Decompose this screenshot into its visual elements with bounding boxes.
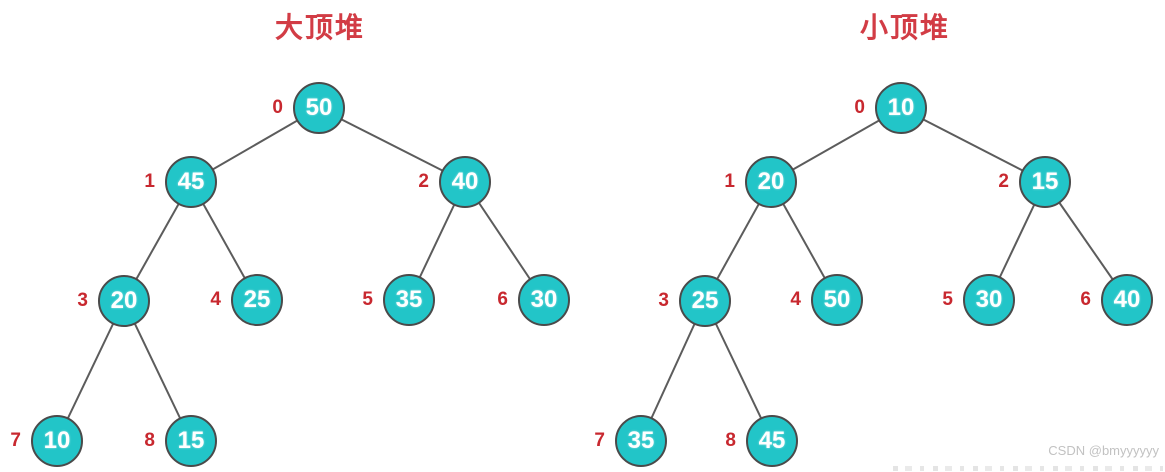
min-heap-node-8: 45 [746,415,798,467]
max-heap-index-label-8: 8 [144,430,155,451]
max-heap-index-label-7: 7 [10,430,21,451]
max-heap-index-label-2: 2 [418,171,429,192]
max-heap-index-label-0: 0 [272,97,283,118]
max-heap-index-label-3: 3 [77,290,88,311]
min-heap-node-5: 30 [963,274,1015,326]
min-heap-index-label-2: 2 [998,171,1009,192]
max-heap-index-label-6: 6 [497,289,508,310]
max-heap-title: 大顶堆 [274,12,365,43]
min-heap-index-label-8: 8 [725,430,736,451]
max-heap-index-label-4: 4 [210,289,221,310]
min-heap-node-0: 10 [875,82,927,134]
max-heap-index-label-5: 5 [362,289,373,310]
min-heap-node-4: 50 [811,274,863,326]
min-heap-index-label-6: 6 [1080,289,1091,310]
min-heap-node-2: 15 [1019,156,1071,208]
min-heap-index-label-7: 7 [594,430,605,451]
min-heap-node-6: 40 [1101,274,1153,326]
min-heap-index-label-1: 1 [724,171,735,192]
max-heap-node-8: 15 [165,415,217,467]
max-heap-node-2: 40 [439,156,491,208]
max-heap-node-6: 30 [518,274,570,326]
min-heap-index-label-4: 4 [790,289,801,310]
max-heap-node-7: 10 [31,415,83,467]
max-heap-node-4: 25 [231,274,283,326]
clipped-watermark-line [893,466,1163,471]
max-heap-node-3: 20 [98,275,150,327]
max-heap-node-1: 45 [165,156,217,208]
max-heap-node-0: 50 [293,82,345,134]
csdn-watermark: CSDN @bmyyyyyy [1048,443,1159,458]
min-heap-title: 小顶堆 [859,12,950,43]
min-heap-node-7: 35 [615,415,667,467]
min-heap-node-3: 25 [679,275,731,327]
min-heap-index-label-0: 0 [854,97,865,118]
min-heap-index-label-3: 3 [658,290,669,311]
max-heap-index-label-1: 1 [144,171,155,192]
min-heap-index-label-5: 5 [942,289,953,310]
max-heap-node-5: 35 [383,274,435,326]
min-heap-node-1: 20 [745,156,797,208]
